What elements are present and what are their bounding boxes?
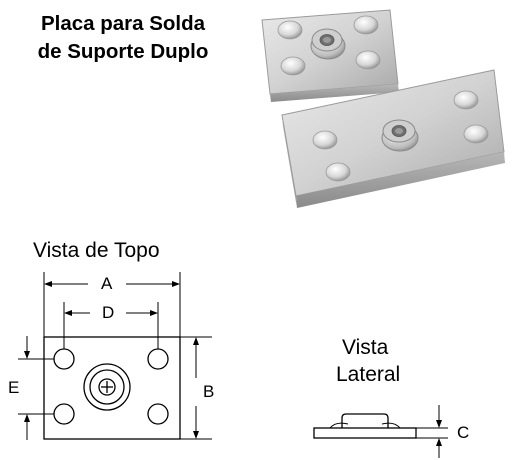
- side-view-title: Vista Lateral: [336, 335, 400, 387]
- product-title-line-1: Placa para Solda: [40, 12, 206, 35]
- top-view-title: Vista de Topo: [33, 239, 160, 262]
- top-view-boss-outer: [83, 363, 131, 411]
- dimension-b-label: B: [203, 382, 215, 401]
- top-view-hole: [147, 403, 169, 425]
- long-plate-photo: [281, 69, 505, 208]
- product-title-line-2: de Suporte Duplo: [37, 40, 209, 63]
- side-view-drawing: [313, 405, 448, 458]
- small-plate-photo: [261, 9, 399, 102]
- top-view-boss-inner: [98, 378, 116, 396]
- dimension-a-label: A: [101, 274, 113, 293]
- dimension-c-label: C: [457, 423, 470, 442]
- top-view-plate-outline: [43, 336, 181, 440]
- top-view-boss-middle: [89, 369, 125, 405]
- side-view-boss: [341, 413, 389, 428]
- dimension-d-label: D: [102, 303, 115, 322]
- top-view-hole: [147, 348, 169, 370]
- side-view-title-line-2: Lateral: [336, 363, 401, 386]
- dimension-e-label: E: [8, 378, 20, 397]
- dimension-arrowheads: [24, 281, 199, 439]
- side-view-plate: [313, 427, 417, 439]
- top-view-hole: [53, 348, 75, 370]
- top-view-drawing: [18, 272, 212, 440]
- top-view-hole: [53, 403, 75, 425]
- side-view-arrowheads: [436, 420, 442, 446]
- product-title: Placa para Solda de Suporte Duplo: [8, 10, 238, 66]
- side-view-title-line-1: Vista: [342, 336, 389, 359]
